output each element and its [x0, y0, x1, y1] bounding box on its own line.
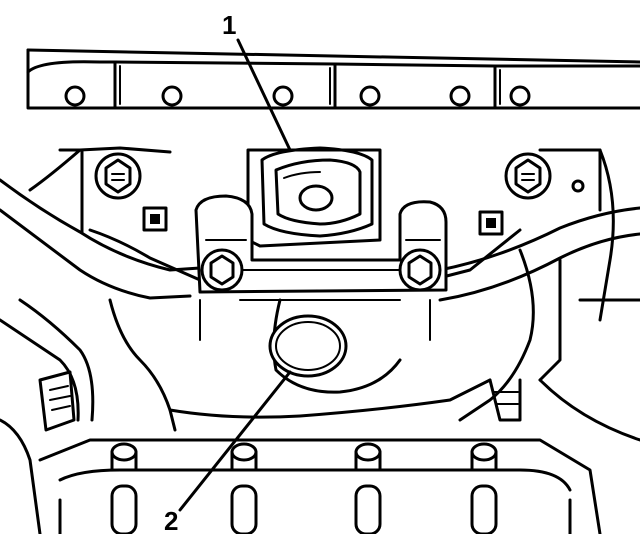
leader-line-2 — [178, 370, 292, 512]
bolt-mid-right — [398, 248, 442, 292]
callout-label-2: 2 — [164, 506, 178, 534]
bolt-top-left — [94, 152, 142, 200]
pan-stud-2 — [230, 442, 258, 534]
bolts — [94, 152, 585, 292]
pan-stud-4 — [470, 442, 498, 534]
callout-leaders — [178, 38, 292, 512]
bottom-oil-pan-rail — [38, 438, 602, 534]
center-mount-boss — [246, 146, 382, 248]
bolt-top-right — [504, 152, 552, 200]
bolt-mid-left — [200, 248, 244, 292]
small-nut-right — [478, 210, 504, 236]
upper-flange-rail — [26, 48, 640, 110]
right-side-components — [488, 148, 640, 442]
callout-label-1: 1 — [222, 10, 236, 40]
pan-stud-1 — [110, 442, 138, 534]
pan-stud-3 — [354, 442, 382, 534]
leader-line-1 — [236, 38, 292, 152]
oil-drain-plug — [268, 314, 348, 378]
small-nut-left — [142, 206, 168, 232]
small-stud-right — [571, 179, 585, 193]
left-wiring-harness — [0, 298, 95, 534]
